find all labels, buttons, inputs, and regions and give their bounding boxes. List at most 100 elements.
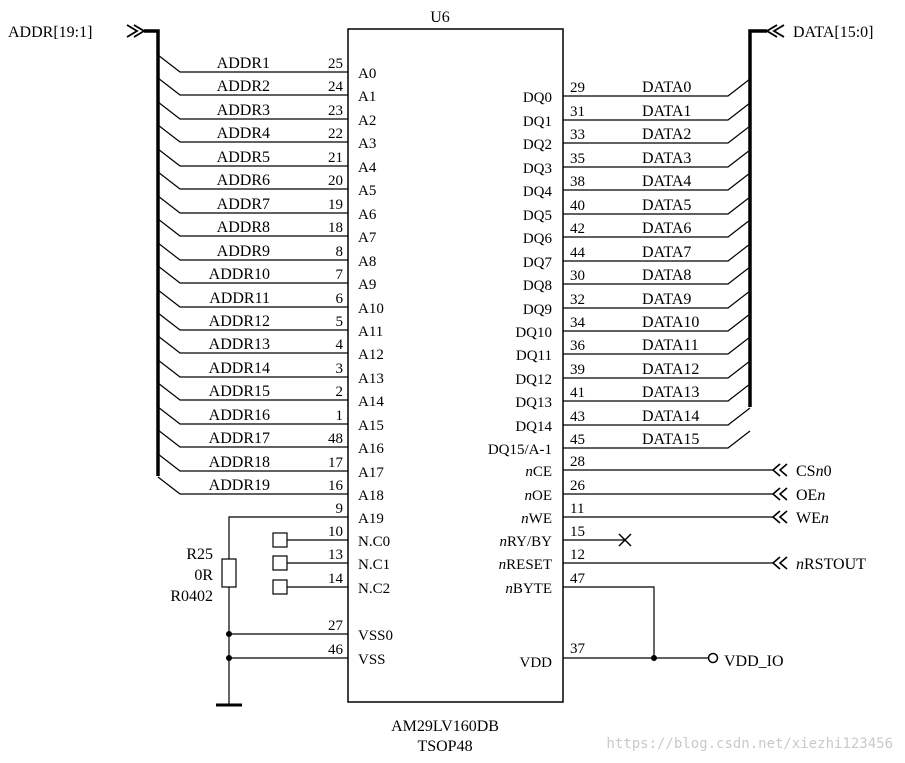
- chip-body: [347, 28, 564, 703]
- data-net-label: DATA6: [642, 220, 691, 237]
- addr-wire: [157, 148, 348, 167]
- misc-pin-number: 10: [328, 524, 343, 540]
- data-pin-name: DQ15/A-1: [488, 442, 552, 458]
- addr-wire: [157, 312, 348, 331]
- addr-pin-name: A18: [358, 488, 384, 504]
- ctrl-pin-base: RESET: [506, 557, 552, 573]
- data-pin-name: DQ9: [523, 302, 552, 318]
- net-part: WE: [796, 510, 821, 527]
- addr-wire: [157, 429, 348, 448]
- data-bus-line: [748, 29, 767, 407]
- resistor-value: 0R: [194, 567, 213, 584]
- ctrl-pin-prefix: n: [525, 464, 533, 480]
- data-wire: [563, 219, 751, 238]
- resistor-r25: R25 0R R0402: [170, 516, 348, 707]
- misc-pin-name: N.C1: [358, 557, 390, 573]
- addr-net-label: ADDR3: [217, 102, 270, 119]
- addr-net-label: ADDR14: [209, 360, 270, 377]
- net-part-italic: n: [816, 463, 824, 480]
- addr-wire: [157, 171, 348, 190]
- addr-pin-number: 17: [328, 455, 344, 471]
- ctrl-pin-name: nOE: [525, 488, 553, 504]
- net-part: OE: [796, 487, 817, 504]
- addr-pin-name: A1: [358, 89, 376, 105]
- addr-pin-name: A4: [358, 160, 377, 176]
- data-wire: [563, 313, 751, 332]
- addr-pin-name: A6: [358, 207, 377, 223]
- data-pin-number: 42: [570, 221, 585, 237]
- addr-pin-name: A8: [358, 254, 376, 270]
- data-wire: [563, 407, 751, 426]
- data-net-label: DATA9: [642, 291, 691, 308]
- addr-pin-name: A15: [358, 418, 384, 434]
- net-part: CS: [796, 463, 816, 480]
- data-wire: [563, 336, 751, 355]
- misc-pin-name: VSS0: [358, 628, 393, 644]
- data-pin-number: 36: [570, 338, 586, 354]
- addr-pin-name: A17: [358, 465, 384, 481]
- net-part-italic: n: [821, 510, 829, 527]
- data-pin-number: 44: [570, 245, 586, 261]
- addr-pin-name: A14: [358, 394, 384, 410]
- ctrl-pin-number: 28: [570, 454, 585, 470]
- no-connect-x: [618, 533, 632, 547]
- data-pin-number: 45: [570, 432, 585, 448]
- data-wire: [563, 196, 751, 215]
- data-pin-name: DQ14: [515, 419, 552, 435]
- ctrl-net-label: CSn0: [796, 463, 832, 480]
- misc-pin-name: N.C2: [358, 581, 390, 597]
- addr-wire: [157, 289, 348, 308]
- data-pin-name: DQ6: [523, 231, 553, 247]
- data-pin-number: 29: [570, 80, 585, 96]
- addr-wire: [157, 406, 348, 425]
- ctrl-pin-prefix: n: [499, 534, 507, 550]
- addr-pin-number: 7: [336, 267, 344, 283]
- ctrl-pin-base: WE: [529, 511, 552, 527]
- ctrl-pin-name: nWE: [521, 511, 552, 527]
- chip-package: TSOP48: [417, 738, 472, 755]
- addr-wire: [157, 242, 348, 261]
- ctrl-pin-number: 11: [570, 501, 584, 517]
- addr-pin-name: A10: [358, 301, 384, 317]
- addr-pin-name: A12: [358, 347, 384, 363]
- net-part: RSTOUT: [804, 556, 866, 573]
- ctrl-pin-base: BYTE: [513, 581, 552, 597]
- data-wire: [563, 149, 751, 168]
- ctrl-pin-prefix: n: [525, 488, 533, 504]
- addr-pin-name: A16: [358, 441, 384, 457]
- vdd-net-label: VDD_IO: [724, 653, 784, 670]
- ctrl-pin-prefix: n: [521, 511, 529, 527]
- addr-net-label: ADDR9: [217, 243, 270, 260]
- addr-pin-number: 23: [328, 103, 343, 119]
- addr-net-label: ADDR19: [209, 477, 270, 494]
- data-pin-name: DQ0: [523, 90, 552, 106]
- addr-pin-number: 18: [328, 220, 343, 236]
- data-wire: [563, 383, 751, 402]
- data-wire: [563, 266, 751, 285]
- chip-designator: U6: [430, 9, 450, 26]
- ctrl-pin-number: 26: [570, 478, 586, 494]
- ctrl-pin-prefix: n: [505, 581, 513, 597]
- pin-number-vdd: 37: [570, 641, 586, 657]
- addr-net-label: ADDR1: [217, 55, 270, 72]
- data-pin-number: 33: [570, 127, 585, 143]
- ctrl-pin-name: nBYTE: [505, 581, 552, 597]
- data-pin-number: 35: [570, 151, 585, 167]
- ctrl-net-label: nRSTOUT: [796, 556, 866, 573]
- ctrl-pin-name: nRY/BY: [499, 534, 552, 550]
- data-pin-name: DQ1: [523, 114, 552, 130]
- addr-net-label: ADDR18: [209, 454, 270, 471]
- data-pin-name: DQ7: [523, 255, 553, 271]
- addr-pin-name: A13: [358, 371, 384, 387]
- addr-pin-number: 21: [328, 150, 343, 166]
- addr-pin-number: 24: [328, 79, 344, 95]
- addr-wire: [157, 265, 348, 284]
- pin-name-vdd: VDD: [520, 655, 553, 671]
- addr-net-label: ADDR5: [217, 149, 270, 166]
- addr-net-label: ADDR16: [209, 407, 270, 424]
- addr-net-label: ADDR12: [209, 313, 270, 330]
- data-pin-number: 38: [570, 174, 585, 190]
- addr-net-label: ADDR4: [217, 125, 270, 142]
- addr-pin-number: 48: [328, 431, 343, 447]
- ctrl-pin-name: nRESET: [499, 557, 552, 573]
